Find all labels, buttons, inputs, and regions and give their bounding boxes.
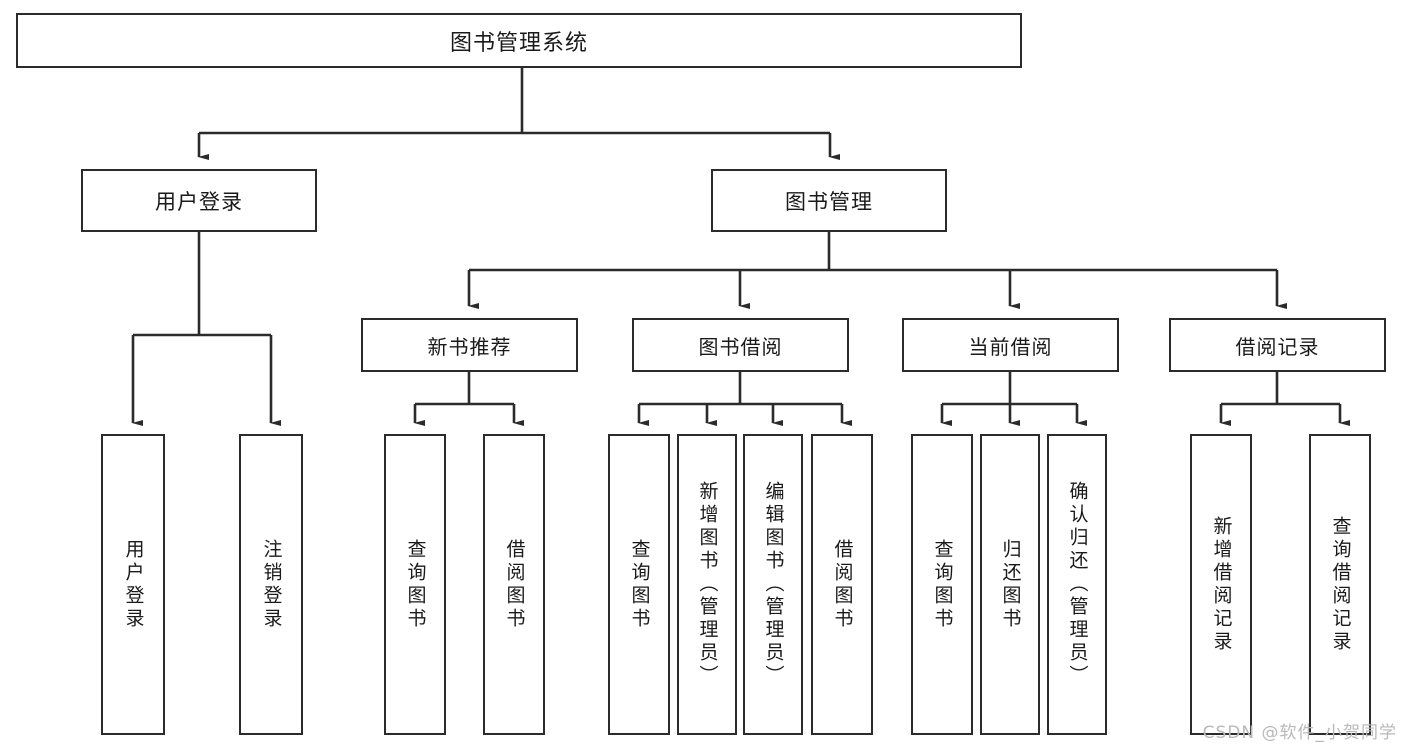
node-leaf-query-book-1[interactable]: 查询图书 (384, 434, 446, 735)
node-leaf-edit-book[interactable]: 编辑图书（管理员） (743, 434, 803, 735)
node-leaf-logout-label: 注销登录 (260, 538, 283, 631)
node-leaf-return-book[interactable]: 归还图书 (980, 434, 1040, 735)
node-borrow-record-label: 借阅记录 (1235, 334, 1320, 359)
node-leaf-query-book-3[interactable]: 查询图书 (911, 434, 973, 735)
node-leaf-user-login-label: 用户登录 (122, 538, 145, 631)
node-leaf-borrow-book-1-label: 借阅图书 (503, 538, 526, 631)
node-leaf-return-book-label: 归还图书 (999, 538, 1022, 631)
node-leaf-query-book-2[interactable]: 查询图书 (608, 434, 670, 735)
node-leaf-query-record[interactable]: 查询借阅记录 (1309, 434, 1371, 735)
node-leaf-query-record-label: 查询借阅记录 (1329, 515, 1352, 654)
node-leaf-add-book[interactable]: 新增图书（管理员） (677, 434, 737, 735)
node-book-manage[interactable]: 图书管理 (711, 169, 947, 232)
node-current-borrow-label: 当前借阅 (968, 334, 1053, 359)
node-user-login[interactable]: 用户登录 (81, 169, 317, 232)
node-user-login-label: 用户登录 (155, 189, 243, 214)
node-leaf-add-record-label: 新增借阅记录 (1210, 515, 1233, 654)
watermark: CSDN @软件_小贺同学 (1202, 723, 1397, 743)
node-leaf-confirm-return-label: 确认归还（管理员） (1066, 481, 1089, 688)
node-leaf-add-book-label: 新增图书（管理员） (696, 481, 719, 688)
node-new-book-rec-label: 新书推荐 (427, 334, 512, 359)
node-root-label: 图书管理系统 (449, 30, 588, 56)
node-leaf-borrow-book-1[interactable]: 借阅图书 (483, 434, 545, 735)
node-leaf-user-login[interactable]: 用户登录 (101, 434, 165, 735)
node-leaf-borrow-book-2[interactable]: 借阅图书 (811, 434, 873, 735)
node-leaf-borrow-book-2-label: 借阅图书 (831, 538, 854, 631)
node-book-borrow[interactable]: 图书借阅 (632, 318, 849, 372)
node-leaf-add-record[interactable]: 新增借阅记录 (1190, 434, 1252, 735)
node-leaf-query-book-3-label: 查询图书 (931, 538, 954, 631)
node-root[interactable]: 图书管理系统 (16, 13, 1022, 68)
node-leaf-query-book-1-label: 查询图书 (404, 538, 427, 631)
node-leaf-confirm-return[interactable]: 确认归还（管理员） (1047, 434, 1107, 735)
node-leaf-query-book-2-label: 查询图书 (628, 538, 651, 631)
node-book-borrow-label: 图书借阅 (698, 334, 783, 359)
node-book-manage-label: 图书管理 (785, 189, 873, 214)
node-borrow-record[interactable]: 借阅记录 (1169, 318, 1386, 372)
node-leaf-edit-book-label: 编辑图书（管理员） (762, 481, 785, 688)
node-leaf-logout[interactable]: 注销登录 (239, 434, 303, 735)
node-new-book-rec[interactable]: 新书推荐 (361, 318, 578, 372)
node-current-borrow[interactable]: 当前借阅 (902, 318, 1119, 372)
